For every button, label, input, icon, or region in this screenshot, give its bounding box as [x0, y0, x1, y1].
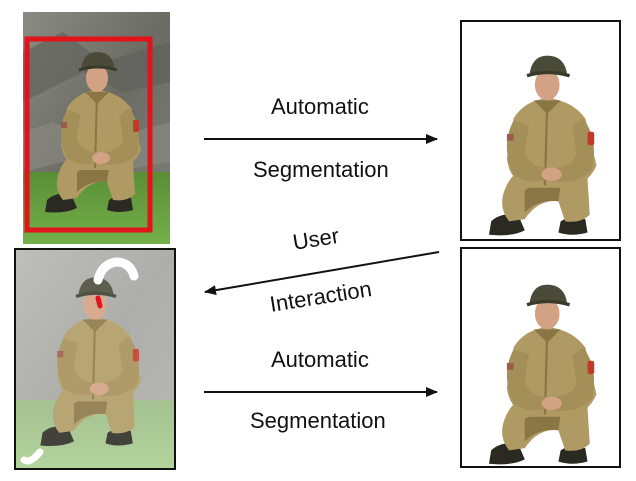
original-photo-panel	[23, 12, 170, 244]
segmented-result-2-panel	[460, 247, 621, 468]
user-stroke-foreground	[95, 295, 103, 309]
original-photo	[23, 12, 170, 244]
refined-segmented-soldier-image	[462, 249, 619, 466]
segmented-result-1-panel	[460, 20, 621, 241]
user-interaction-panel	[14, 248, 176, 470]
label-segmentation-1: Segmentation	[253, 157, 389, 182]
label-user: User	[290, 222, 341, 255]
label-automatic-2: Automatic	[271, 347, 369, 372]
label-automatic-1: Automatic	[271, 94, 369, 119]
bounding-box	[24, 36, 153, 233]
faded-photo-with-user-strokes	[16, 250, 174, 468]
label-segmentation-2: Segmentation	[250, 408, 386, 433]
label-interaction: Interaction	[267, 276, 374, 317]
user-stroke-background	[93, 257, 139, 285]
segmented-soldier-image	[462, 22, 619, 239]
user-stroke-ground	[20, 448, 44, 465]
